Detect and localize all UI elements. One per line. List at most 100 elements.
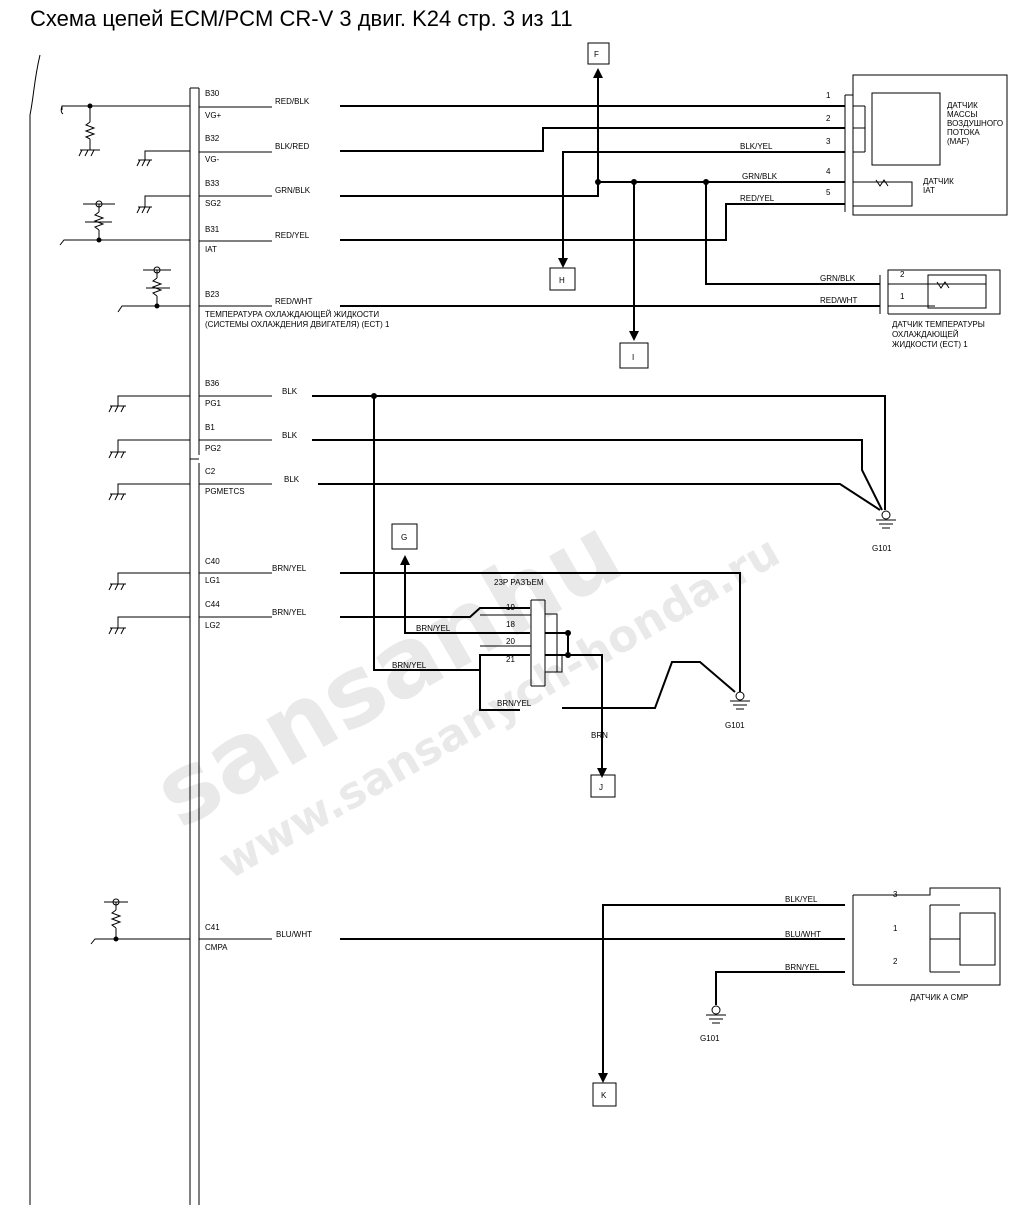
wire-label-23p-g: BRN/YEL <box>416 624 451 633</box>
wire-label-b36: BLK <box>282 387 298 396</box>
wire-label-maf-5: RED/YEL <box>740 194 775 203</box>
iat-name-1: ДАТЧИК <box>923 177 954 186</box>
wire-label-23p-bottom: BRN/YEL <box>497 699 532 708</box>
watermark: sansanhu www.sansanych-honda.ru <box>136 494 789 889</box>
pin-b36: B36 <box>205 379 220 388</box>
wire-label-c41: BLU/WHT <box>276 930 312 939</box>
ground-label-1: G101 <box>872 544 892 553</box>
iat-name-2: IAT <box>923 186 935 195</box>
pin-b23-signal: ТЕМПЕРАТУРА ОХЛАЖДАЮЩЕЙ ЖИДКОСТИ <box>205 310 379 319</box>
wire-label-c44: BRN/YEL <box>272 608 307 617</box>
wire-label-cmp-1: BLU/WHT <box>785 930 821 939</box>
maf-name-3: ВОЗДУШНОГО <box>947 119 1003 128</box>
ect-pin-1: 1 <box>900 292 905 301</box>
maf-sensor: 1 2 3 4 5 ДАТЧИК МАССЫ ВОЗДУШНОГО ПОТОКА… <box>826 74 1008 216</box>
maf-name-2: МАССЫ <box>947 110 977 119</box>
wire-label-b33: GRN/BLK <box>275 186 311 195</box>
cmp-name: ДАТЧИК А CMP <box>910 993 968 1002</box>
connector-k: K <box>601 1091 607 1100</box>
maf-pin-1: 1 <box>826 91 831 100</box>
cmp-pin-1: 1 <box>893 924 898 933</box>
arrows <box>400 68 639 1083</box>
pin-c2-signal: PGMETCS <box>205 487 245 496</box>
pin-b23: B23 <box>205 290 220 299</box>
connector-23p: 23P РАЗЪЕМ 19 18 20 21 <box>480 578 569 687</box>
cmp-sensor: 3 1 2 ДАТЧИК А CMP <box>852 887 1001 1002</box>
external-wires <box>312 75 886 1078</box>
cmp-pin-2: 2 <box>893 957 898 966</box>
connector-boxes: F H I G J K <box>391 42 649 1107</box>
wire-label-cmp-2: BRN/YEL <box>785 963 820 972</box>
wire-label-c40: BRN/YEL <box>272 564 307 573</box>
pin-b32-signal: VG- <box>205 155 220 164</box>
pin-c40-signal: LG1 <box>205 576 221 585</box>
wire-label-maf-4: GRN/BLK <box>742 172 778 181</box>
connector-f: F <box>594 50 599 59</box>
ecm-outline <box>29 54 200 1205</box>
ground-label-3: G101 <box>700 1034 720 1043</box>
connector-j: J <box>599 783 603 792</box>
maf-name-1: ДАТЧИК <box>947 101 978 110</box>
ground-g101-top: G101 <box>872 510 896 553</box>
pin-c41: C41 <box>205 923 220 932</box>
connector-23p-pin-20: 20 <box>506 637 515 646</box>
pin-c40: C40 <box>205 557 220 566</box>
maf-pin-3: 3 <box>826 137 831 146</box>
connector-23p-pin-18: 18 <box>506 620 515 629</box>
connector-h: H <box>559 276 565 285</box>
page-title: Схема цепей ECM/PCM CR-V 3 двиг. K24 стр… <box>30 6 573 31</box>
wire-label-maf-3: BLK/YEL <box>740 142 773 151</box>
maf-name-5: (MAF) <box>947 137 970 146</box>
ground-g101-bottom: G101 <box>700 1005 726 1043</box>
wire-label-b31: RED/YEL <box>275 231 310 240</box>
ect-name-3: ЖИДКОСТИ (ECT) 1 <box>892 340 968 349</box>
wire-label-ect-2: GRN/BLK <box>820 274 856 283</box>
wire-label-b30: RED/BLK <box>275 97 310 106</box>
wire-label-b1: BLK <box>282 431 298 440</box>
pin-b23-signal-2: (СИСТЕМЫ ОХЛАЖДЕНИЯ ДВИГАТЕЛЯ) (ECT) 1 <box>205 320 390 329</box>
pin-b36-signal: PG1 <box>205 399 222 408</box>
maf-pin-5: 5 <box>826 188 831 197</box>
maf-name-4: ПОТОКА <box>947 128 980 137</box>
pin-c44-signal: LG2 <box>205 621 221 630</box>
wire-label-23p-j: BRN <box>591 731 608 740</box>
wire-label-ect-1: RED/WHT <box>820 296 857 305</box>
ecm-internal-circuits <box>59 103 190 945</box>
wire-label-cmp-3: BLK/YEL <box>785 895 818 904</box>
ecm-pins: B30 VG+ B32 VG- B33 SG2 B31 IAT B23 ТЕМП… <box>205 89 390 952</box>
pin-b30-signal: VG+ <box>205 111 222 120</box>
wire-label-23p-b36: BRN/YEL <box>392 661 427 670</box>
ect-name-1: ДАТЧИК ТЕМПЕРАТУРЫ <box>892 320 985 329</box>
ect-name-2: ОХЛАЖДАЮЩЕЙ <box>892 330 959 339</box>
pin-b1: B1 <box>205 423 215 432</box>
junction-dots <box>371 179 709 658</box>
pin-c41-signal: CMPA <box>205 943 228 952</box>
cmp-pin-3: 3 <box>893 890 898 899</box>
maf-pin-4: 4 <box>826 167 831 176</box>
pin-b1-signal: PG2 <box>205 444 222 453</box>
ect-pin-2: 2 <box>900 270 905 279</box>
pin-b33: B33 <box>205 179 220 188</box>
pin-separators <box>199 106 272 940</box>
wire-label-c2: BLK <box>284 475 300 484</box>
ect-sensor: 2 1 ДАТЧИК ТЕМПЕРАТУРЫ ОХЛАЖДАЮЩЕЙ ЖИДКО… <box>879 269 1001 349</box>
pin-b30: B30 <box>205 89 220 98</box>
connector-g: G <box>401 533 407 542</box>
pin-c2: C2 <box>205 467 216 476</box>
pin-b31-signal: IAT <box>205 245 217 254</box>
connector-23p-pin-21: 21 <box>506 655 515 664</box>
wire-label-b23: RED/WHT <box>275 297 312 306</box>
connector-23p-pin-19: 19 <box>506 603 515 612</box>
pin-c44: C44 <box>205 600 220 609</box>
wire-label-b32: BLK/RED <box>275 142 309 151</box>
pin-b32: B32 <box>205 134 220 143</box>
connector-i: I <box>632 353 634 362</box>
maf-pin-2: 2 <box>826 114 831 123</box>
ground-label-2: G101 <box>725 721 745 730</box>
pin-b33-signal: SG2 <box>205 199 222 208</box>
wire-labels: RED/BLK BLK/RED GRN/BLK RED/YEL RED/WHT … <box>272 97 857 972</box>
pin-b31: B31 <box>205 225 220 234</box>
ground-g101-mid: G101 <box>725 691 750 730</box>
connector-23p-label: 23P РАЗЪЕМ <box>494 578 544 587</box>
